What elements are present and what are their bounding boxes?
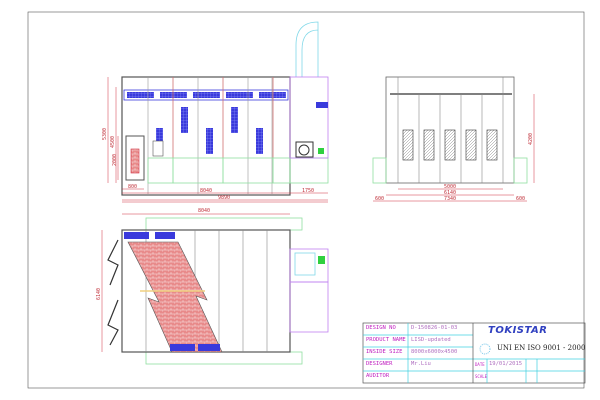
entry-doors — [107, 239, 119, 346]
designer-label: DESIGNER — [366, 361, 393, 367]
control-panel — [152, 140, 164, 157]
page-border — [27, 11, 585, 389]
date-label: DATE — [475, 362, 485, 367]
date-value: 19/01/2015 — [489, 361, 523, 367]
dim-left-base: 600 — [375, 196, 384, 202]
dim-inner-height: 4500 — [110, 136, 116, 148]
dim-right-base: 600 — [516, 196, 525, 202]
dim-front-height: 4200 — [528, 133, 534, 145]
dim-door-height: 2000 — [112, 154, 118, 166]
side-view: 5300 4500 2000 800 8040 1750 9890 — [102, 21, 329, 201]
dim-door-span: 5000 — [444, 184, 456, 190]
design-no-value: D-150826-01-03 — [411, 325, 458, 331]
designer-value: Mr.Liu — [411, 361, 431, 367]
product-name-value: LISD-updated — [411, 337, 451, 343]
inside-size-label: INSIDE SIZE — [366, 349, 403, 355]
plan-view: 8040 6140 — [96, 201, 329, 365]
auditor-label: AUDITOR — [366, 373, 390, 379]
dim-overall-length: 9890 — [218, 195, 230, 201]
dim-inner-width: 6140 — [444, 190, 456, 196]
company-logo: TOKISTAR — [488, 325, 548, 336]
dim-booth-length: 8040 — [200, 188, 212, 194]
dim-total-height: 5300 — [102, 128, 108, 140]
inside-size-value: 8000x6000x4500 — [411, 349, 458, 355]
dim-overall-width: 7340 — [444, 196, 456, 202]
product-name-label: PRODUCT NAME — [366, 337, 406, 343]
extension-unit — [289, 76, 329, 159]
scale-label: SCALE — [475, 374, 488, 379]
iso-certification: UNI EN ISO 9001 - 2000 — [497, 344, 586, 352]
design-no-label: DESIGN NO — [366, 325, 396, 331]
front-view: 4200 5000 6140 7340 600 600 — [372, 76, 535, 202]
dim-extension-length: 1750 — [302, 188, 314, 194]
dim-door-width: 800 — [128, 184, 137, 190]
exhaust-duct — [295, 21, 319, 77]
dim-plan-width: 6140 — [96, 288, 102, 300]
floor-grating — [127, 241, 223, 353]
title-block-grid — [362, 322, 586, 384]
dim-plan-length: 8040 — [198, 208, 210, 214]
